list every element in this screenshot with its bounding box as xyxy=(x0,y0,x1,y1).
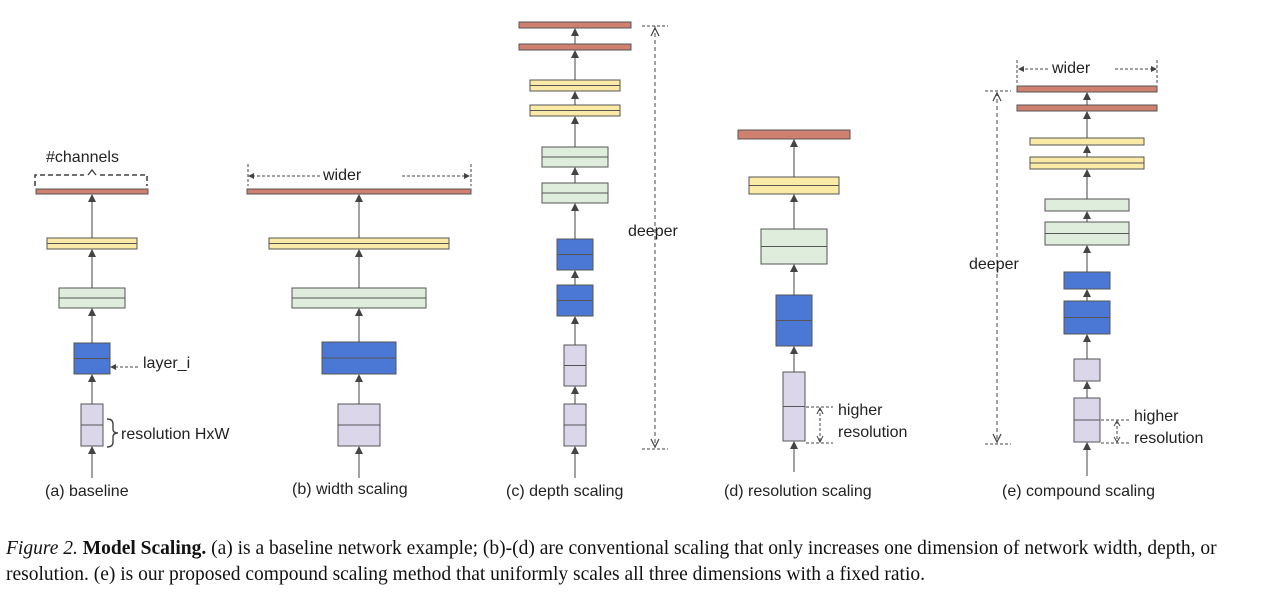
caption-figure-number: Figure 2. xyxy=(6,538,78,559)
panel-label-b: (b) width scaling xyxy=(292,481,408,498)
panel-e-yellow-layer-3 xyxy=(1029,137,1145,146)
panel-e-input-layer-9 xyxy=(1073,358,1101,382)
resolution-brace xyxy=(106,418,119,448)
annotations xyxy=(34,25,1158,450)
panel-c-output-layer-1 xyxy=(518,21,632,29)
figure-canvas: #channels layer_i resolution HxW wider d… xyxy=(34,21,1203,500)
wider-label-b: wider xyxy=(322,167,362,184)
panel-c-output-layer-2 xyxy=(518,43,632,51)
panel-d-output-layer-1 xyxy=(737,129,851,140)
channels-label: #channels xyxy=(46,149,119,166)
panel-b-output-layer-1 xyxy=(246,188,472,195)
resolution-hxw-label: resolution HxW xyxy=(121,426,230,443)
panel-e-output-layer-1 xyxy=(1016,85,1158,93)
caption-title: Model Scaling. xyxy=(82,538,207,559)
panel-label-d: (d) resolution scaling xyxy=(724,483,872,500)
resolution-label-d: resolution xyxy=(838,424,907,441)
deeper-label-e: deeper xyxy=(969,256,1019,273)
deeper-arrow-top-e xyxy=(992,91,1002,102)
higher-label-d: higher xyxy=(838,402,883,419)
panel-label-e: (e) compound scaling xyxy=(1002,483,1155,500)
higher-label-e: higher xyxy=(1134,408,1179,425)
resolution-label-e: resolution xyxy=(1134,430,1203,447)
caption-text: (a) is a baseline network example; (b)-(… xyxy=(6,538,1217,585)
panel-a-output-layer-1 xyxy=(35,188,149,195)
channels-bracket-tip xyxy=(87,168,97,176)
deeper-arrow-top xyxy=(650,26,660,37)
panel-e-blue-layer-7 xyxy=(1063,271,1111,290)
panel-e-output-layer-2 xyxy=(1016,104,1158,112)
panel-e-green-layer-5 xyxy=(1044,198,1130,212)
network-blocks xyxy=(35,21,1158,447)
res-arrow-bottom-e xyxy=(1113,436,1121,443)
figure-caption: Figure 2. Model Scaling. (a) is a baseli… xyxy=(6,536,1276,588)
channels-bracket xyxy=(34,174,148,186)
wider-label-e: wider xyxy=(1051,60,1091,77)
panel-label-c: (c) depth scaling xyxy=(506,483,623,500)
res-arrow-bottom-d xyxy=(816,435,824,444)
res-arrow-top-d xyxy=(816,406,824,415)
layer-i-label: layer_i xyxy=(143,355,190,372)
res-arrow-top-e xyxy=(1113,420,1121,427)
network-arrows xyxy=(88,28,1091,478)
model-scaling-figure: #channels layer_i resolution HxW wider d… xyxy=(34,21,1203,500)
panel-label-a: (a) baseline xyxy=(45,483,129,500)
deeper-label-c: deeper xyxy=(628,223,678,240)
deeper-arrow-bottom-e xyxy=(992,433,1002,444)
deeper-arrow-bottom xyxy=(650,438,660,449)
